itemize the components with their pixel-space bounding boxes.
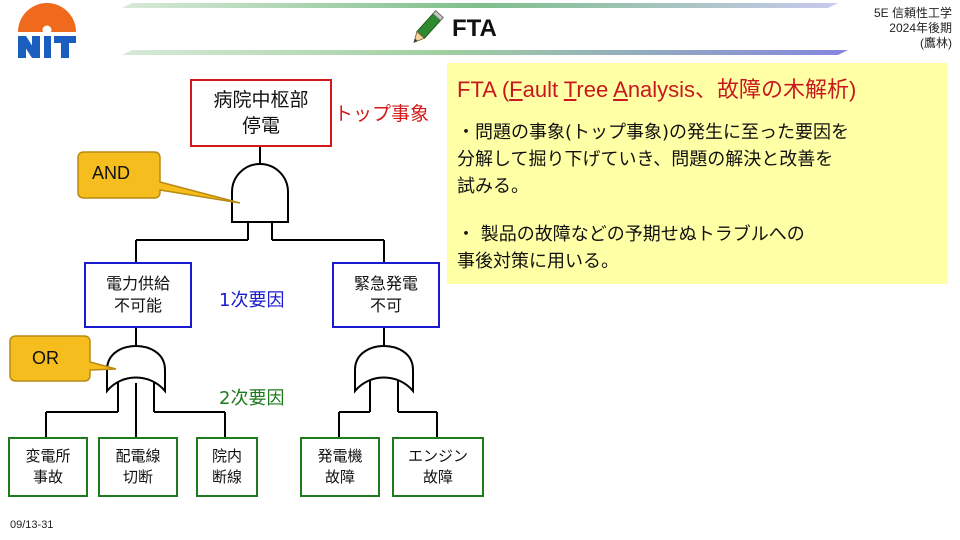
node-line: 発電機 [317,447,363,465]
secondary-factor-label: 2次要因 [219,388,285,409]
node-line: 院内 [211,447,242,465]
bullet-usage: ・ 製品の故障などの予期せぬトラブルへの 事後対策に用いる。 [457,221,805,275]
node-line: 事故 [32,468,63,486]
or-callout-label: OR [32,348,59,368]
and-callout-shape [77,151,241,204]
or-gate-icon [354,344,414,394]
bullet-definition: ・問題の事象(トップ事象)の発生に至った要因を 分解して掘り下げていき、問題の解… [457,119,849,200]
course-instructor: (鷹林) [920,36,952,50]
page-title: FTA [452,15,497,42]
title-banner [122,3,848,55]
node-line: 故障 [422,468,453,486]
primary-node-emergency-power: 緊急発電 不可 [332,262,440,328]
bullet-line: ・ 製品の故障などの予期せぬトラブルへの [457,224,805,245]
bullet-line: 分解して掘り下げていき、問題の解決と改善を [457,149,834,170]
primary-node-power-supply: 電力供給 不可能 [84,262,192,328]
pencil-icon [413,10,444,44]
bullet-line: 事後対策に用いる。 [457,251,619,272]
and-callout-label: AND [92,163,131,183]
or-gate-icon [106,344,166,394]
node-line: 不可能 [113,296,162,315]
node-line: エンジン [407,447,468,465]
bullet-line: 試みる。 [457,176,529,197]
node-line: 断線 [211,468,242,486]
course-info: 5E 信頼性工学 2024年後期 (鷹林) [874,6,952,51]
bullet-line: ・問題の事象(トップ事象)の発生に至った要因を [457,122,850,143]
panel-title: FTA (Fault Tree Analysis、故障の木解析) [457,77,857,102]
slide-number: 09/13-31 [10,519,54,531]
explanation-panel: FTA (Fault Tree Analysis、故障の木解析) ・問題の事象(… [447,63,948,284]
top-event-line2: 停電 [241,115,280,137]
node-line: 切断 [122,468,153,486]
secondary-node-internal-wire: 院内 断線 [196,437,258,497]
secondary-node-substation: 変電所 事故 [8,437,88,497]
title-area: FTA [408,10,497,48]
top-event-label: トップ事象 [334,103,430,125]
or-callout-shape [9,335,117,382]
node-line: 緊急発電 [353,274,418,293]
course-name: 5E 信頼性工学 [873,6,952,20]
primary-factor-label: 1次要因 [219,290,285,311]
node-line: 配電線 [115,447,161,465]
secondary-node-distribution-line: 配電線 切断 [98,437,178,497]
node-line: 変電所 [25,447,71,465]
nit-logo-icon [18,3,76,58]
top-event-box: 病院中枢部 停電 [190,79,332,147]
top-event-line1: 病院中枢部 [213,89,309,111]
secondary-node-generator: 発電機 故障 [300,437,380,497]
and-gate-icon [231,163,289,223]
course-term: 2024年後期 [889,21,952,35]
secondary-node-engine: エンジン 故障 [392,437,484,497]
node-line: 不可 [369,296,402,315]
node-line: 故障 [324,468,355,486]
node-line: 電力供給 [105,274,170,293]
